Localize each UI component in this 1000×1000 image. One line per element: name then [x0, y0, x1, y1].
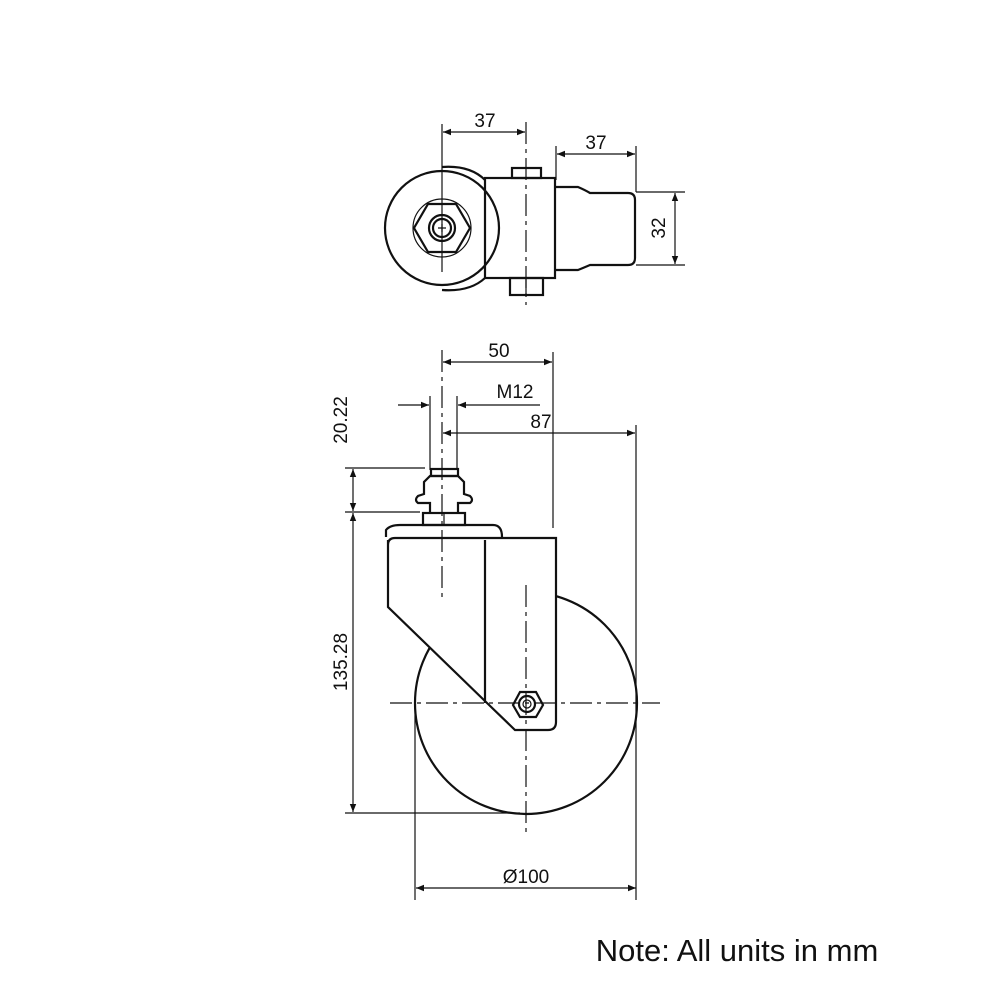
dim-wheel-diameter: Ø100: [503, 867, 549, 888]
dim-thread: M12: [497, 382, 534, 403]
axle-nut-icon: [511, 690, 545, 719]
wheel-rim-bottom: [441, 277, 486, 292]
top-view: 37 37 32: [383, 111, 685, 305]
fork-body: [483, 176, 557, 280]
flange-nut: [414, 474, 474, 513]
stem-top: [429, 467, 460, 478]
dim-offset: 50: [488, 341, 509, 362]
dim-stem-height: 20.22: [331, 396, 352, 444]
wheel-tread: [555, 185, 637, 272]
units-note: Note: All units in mm: [596, 933, 879, 968]
axle-bolt: [522, 699, 532, 709]
dim-width: 32: [649, 217, 670, 238]
top-plate: [384, 523, 504, 538]
fork-body: [386, 536, 558, 732]
dim-axle-offset: 37: [474, 111, 495, 132]
side-view: 50 M12 87 20.22 135.28 Ø100: [331, 341, 660, 900]
dim-tread-length: 37: [585, 133, 606, 154]
dim-height: 135.28: [331, 633, 352, 691]
dim-total-width: 87: [530, 412, 551, 433]
hex-nut-icon: [412, 202, 472, 254]
wheel-rim-top: [441, 165, 486, 181]
axle-ring: [517, 694, 537, 714]
